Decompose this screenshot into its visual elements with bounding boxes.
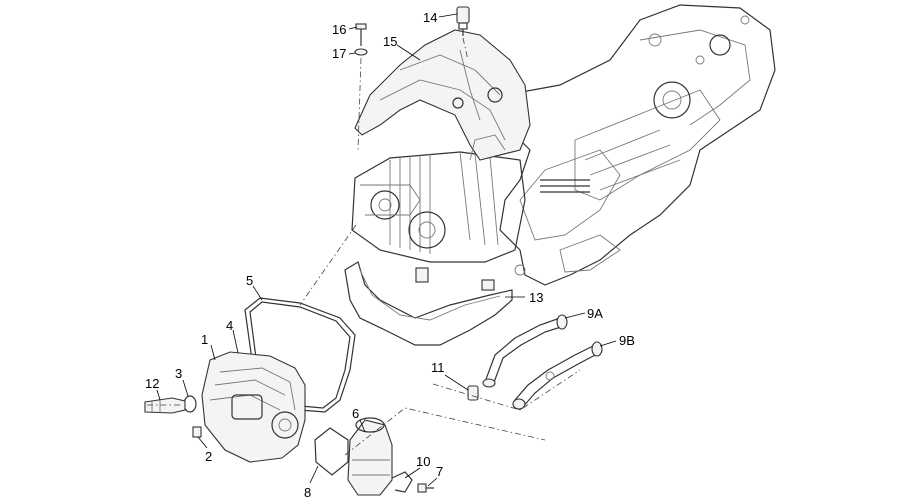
- callout-1: 1: [201, 332, 208, 347]
- callout-2: 2: [205, 449, 212, 464]
- callout-7: 7: [436, 464, 443, 479]
- callout-6: 6: [352, 406, 359, 421]
- callout-12: 12: [145, 376, 159, 391]
- valve-cover-1: [201, 351, 306, 463]
- leader-lines: [156, 13, 617, 487]
- callout-8: 8: [304, 485, 311, 500]
- callout-13: 13: [529, 290, 543, 305]
- callout-15: 15: [383, 34, 397, 49]
- callout-10: 10: [416, 454, 430, 469]
- screw-7: [417, 483, 434, 493]
- sensor-14: [456, 6, 470, 36]
- callout-9B: 9B: [619, 333, 635, 348]
- callout-5: 5: [246, 273, 253, 288]
- engine-crankcase: [499, 4, 776, 286]
- cylinder-head-assembly: [351, 151, 526, 263]
- callout-14: 14: [423, 10, 437, 25]
- o-ring-8: [314, 427, 349, 476]
- callout-16: 16: [332, 22, 346, 37]
- hose-9A: [482, 314, 568, 388]
- callout-9A: 9A: [587, 306, 603, 321]
- head-cover-15: [354, 29, 531, 161]
- washer-17: [354, 48, 368, 56]
- o-ring-3: [183, 395, 197, 413]
- fitting-11: [467, 385, 479, 401]
- cover-tray-13: [344, 261, 513, 346]
- assembly-lines: [147, 37, 581, 456]
- callout-4: 4: [226, 318, 233, 333]
- bolt-16: [355, 23, 367, 46]
- clamp-10: [391, 471, 413, 493]
- callout-3: 3: [175, 366, 182, 381]
- callout-labels: 16 14 17 15 5 13 9A 9B 1 4 11 12 3 2 6 1…: [145, 10, 635, 500]
- bolt-2: [192, 426, 202, 438]
- spark-plug-12: [144, 397, 186, 414]
- callout-11: 11: [431, 360, 445, 375]
- hose-9B: [512, 341, 603, 410]
- housing-6: [347, 417, 393, 496]
- callout-17: 17: [332, 46, 346, 61]
